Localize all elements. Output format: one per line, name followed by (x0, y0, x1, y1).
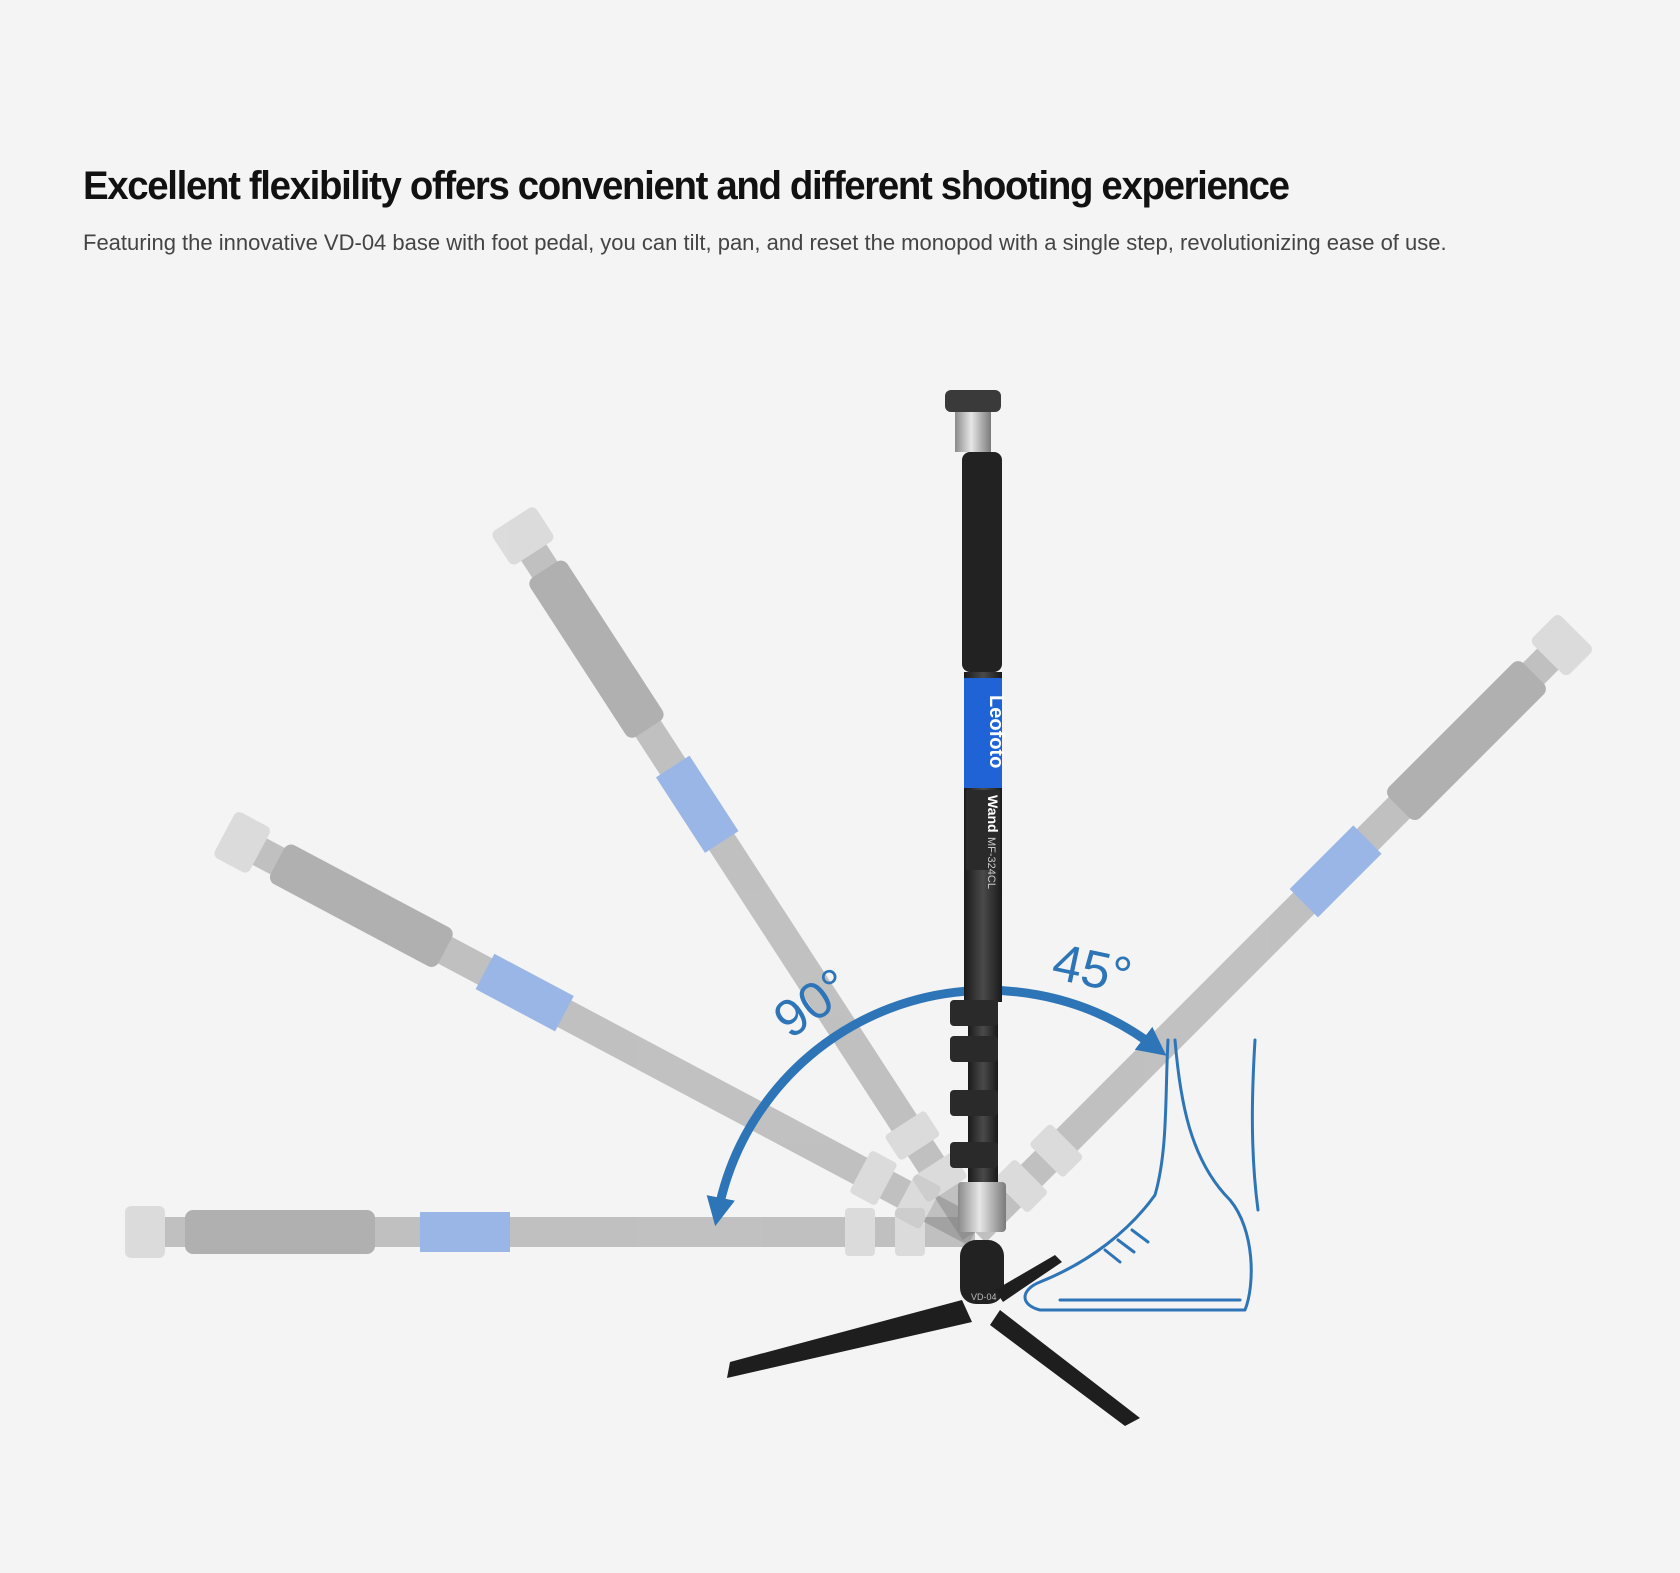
monopod-upright: Leofoto Wand MF-324CL VD-04 (727, 390, 1140, 1426)
monopod-bottom-collar (958, 1182, 1006, 1232)
flip-lock-1 (950, 1000, 998, 1026)
monopod-top-plate (945, 390, 1001, 412)
flip-lock-4 (950, 1142, 998, 1168)
page-subtitle: Featuring the innovative VD-04 base with… (83, 230, 1447, 255)
base-leg-right (990, 1310, 1140, 1426)
base-ball-joint (960, 1240, 1004, 1304)
brand-label-band (964, 678, 1002, 788)
base-model-label: VD-04 (971, 1292, 997, 1302)
foot-pedal-illustration (1023, 1038, 1260, 1312)
model-label-band (966, 790, 1000, 870)
ghost-monopod-horizontal (125, 1206, 975, 1258)
monopod-grip (962, 452, 1002, 672)
rotation-arc (706, 985, 1167, 1227)
model-label-code: MF-324CL (985, 837, 997, 889)
base-leg-left (727, 1300, 972, 1378)
brand-label-text: Leofoto (985, 695, 1007, 768)
angle-label-45: 45° (1048, 933, 1137, 1006)
base-leg-back (995, 1255, 1062, 1302)
ghost-monopod-right (964, 615, 1592, 1243)
page-title: Excellent flexibility offers convenient … (83, 164, 1290, 208)
model-label-name: Wand (985, 795, 1001, 833)
flip-lock-2 (950, 1036, 998, 1062)
flip-lock-3 (950, 1090, 998, 1116)
ghost-monopod-left-low (214, 812, 983, 1246)
monopod-top-collar (955, 412, 991, 452)
